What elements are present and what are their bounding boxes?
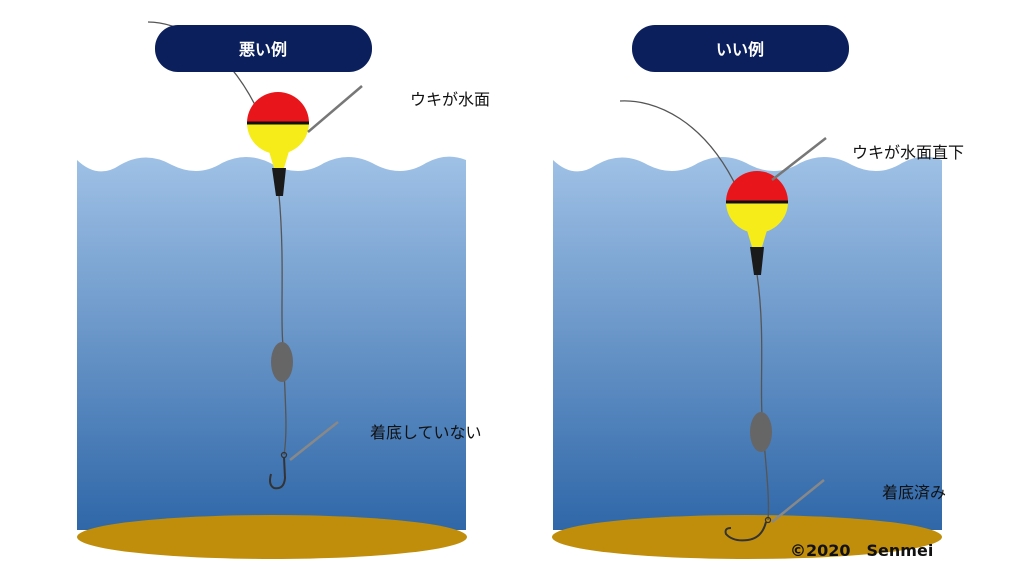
right-badge-label: いい例 — [716, 40, 764, 59]
left-badge — [155, 25, 372, 72]
right-float-pointer — [771, 137, 827, 181]
right-sinker — [750, 412, 772, 452]
copyright-text: ©2020 Senmei — [790, 541, 933, 560]
right-fishing-line — [619, 100, 739, 191]
right-hook-pointer — [771, 479, 825, 523]
right-badge — [632, 25, 849, 72]
right-hook-icon — [724, 516, 772, 542]
left-badge-label: 悪い例 — [239, 40, 287, 59]
right-panel: いい例 ウキが水面直下 着底済み — [552, 25, 964, 559]
left-hook-pointer — [289, 421, 339, 461]
right-hook-label: 着底済み — [882, 483, 946, 502]
left-float — [247, 92, 309, 196]
left-water — [77, 156, 466, 530]
left-panel: 悪い例 ウキが水面 着底していない — [77, 21, 490, 559]
left-hook-label: 着底していない — [370, 423, 482, 442]
right-float — [726, 171, 788, 275]
right-bottom — [552, 515, 942, 559]
left-sinker — [271, 342, 293, 382]
left-hook-icon — [269, 451, 288, 490]
right-water — [553, 156, 942, 530]
left-float-pointer — [307, 85, 363, 133]
left-float-label: ウキが水面 — [410, 90, 490, 109]
right-float-label: ウキが水面直下 — [852, 143, 964, 162]
left-bottom — [77, 515, 467, 559]
